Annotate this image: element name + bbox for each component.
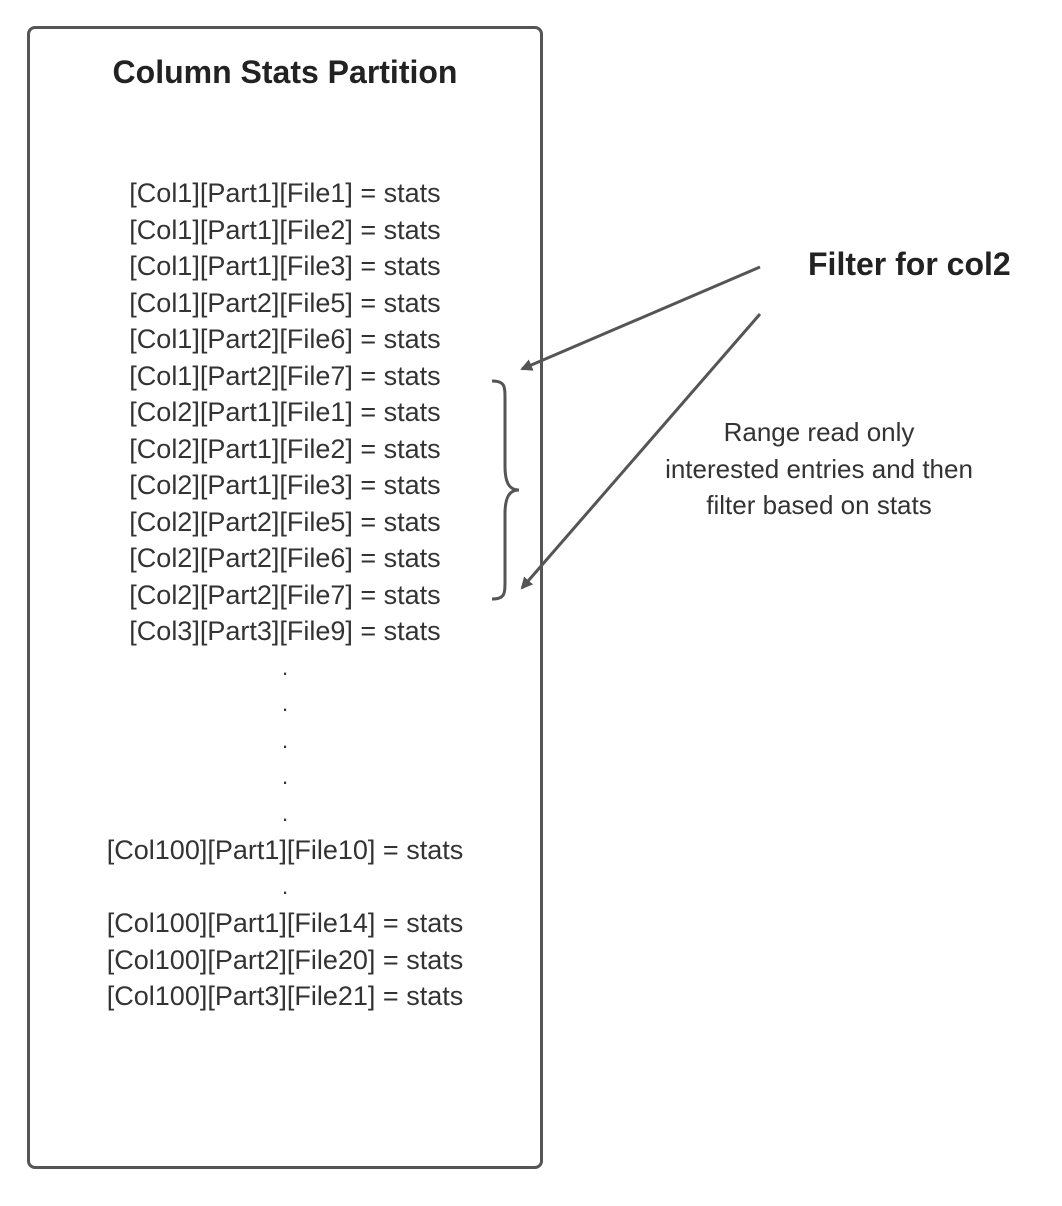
partition-entry: [Col1][Part2][File5] = stats xyxy=(129,287,441,318)
arrow-to-range-start xyxy=(520,265,761,371)
curly-brace xyxy=(491,379,520,601)
range-read-note: Range read only interested entries and t… xyxy=(665,417,973,520)
arrow-to-range-end xyxy=(520,313,762,590)
partition-entry: [Col100][Part1][File10] = stats xyxy=(106,835,464,865)
partition-entry: [Col1][Part1][File1] = stats xyxy=(129,178,441,208)
partition-entry: [Col100][Part3][File21] = stats xyxy=(106,981,464,1011)
partition-entry: [Col1][Part1][File2] = stats xyxy=(129,214,441,245)
partition-entry: [Col3][Part3][File9] = stats xyxy=(129,616,441,646)
partition-entry: [Col2][Part2][File7] = stats xyxy=(129,579,441,610)
ellipsis-dot: . xyxy=(281,654,289,680)
ellipsis-dot: . xyxy=(281,764,289,789)
partition-entry: [Col2][Part2][File6] = stats xyxy=(129,543,441,573)
partition-entry: [Col2][Part2][File5] = stats xyxy=(129,506,441,537)
ellipsis-dot: . xyxy=(281,873,289,899)
partition-entry: [Col1][Part2][File7] = stats xyxy=(129,360,441,391)
partition-entry: [Col1][Part2][File6] = stats xyxy=(129,324,441,354)
partition-entry: [Col2][Part1][File1] = stats xyxy=(129,397,441,427)
ellipsis-dot: . xyxy=(281,800,289,826)
partition-entry: [Col100][Part1][File14] = stats xyxy=(106,908,464,938)
ellipsis-dot: . xyxy=(281,727,289,753)
partition-entries-list: [Col1][Part1][File1] = stats [Col1][Part… xyxy=(27,175,543,1015)
partition-title: Column Stats Partition xyxy=(112,54,458,90)
column-stats-partition-box xyxy=(27,26,543,1169)
filter-label: Filter for col2 xyxy=(808,246,1011,282)
partition-entry: [Col100][Part2][File20] = stats xyxy=(106,944,464,975)
ellipsis-dot: . xyxy=(281,691,289,716)
partition-entry: [Col1][Part1][File3] = stats xyxy=(129,251,441,281)
partition-entry: [Col2][Part1][File2] = stats xyxy=(129,433,441,464)
partition-entry: [Col2][Part1][File3] = stats xyxy=(129,470,441,500)
